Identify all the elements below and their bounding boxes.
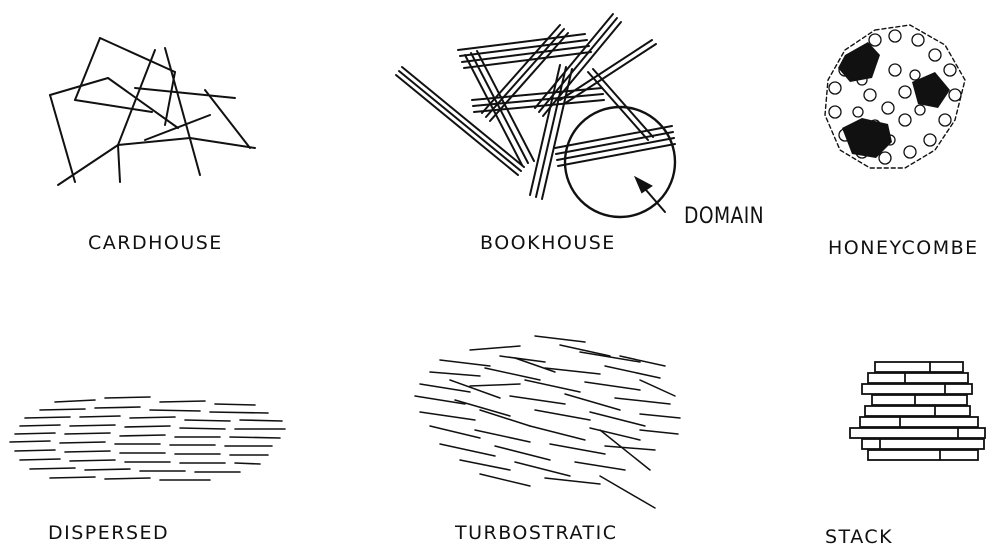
turbostratic-figure <box>415 336 680 508</box>
cardhouse-figure <box>50 38 255 185</box>
turbostratic-label: TURBOSTRATIC <box>455 522 617 544</box>
honeycombe-label: HONEYCOMBE <box>828 237 979 259</box>
honeycombe-figure <box>825 25 965 168</box>
dispersed-figure <box>10 397 285 480</box>
domain-label: DOMAIN <box>684 204 764 229</box>
bookhouse-figure <box>396 14 675 217</box>
stack-figure <box>850 362 985 460</box>
bookhouse-label: BOOKHOUSE <box>480 232 616 254</box>
dispersed-label: DISPERSED <box>48 522 169 544</box>
cardhouse-label: CARDHOUSE <box>88 232 223 254</box>
stack-label: STACK <box>825 526 893 548</box>
